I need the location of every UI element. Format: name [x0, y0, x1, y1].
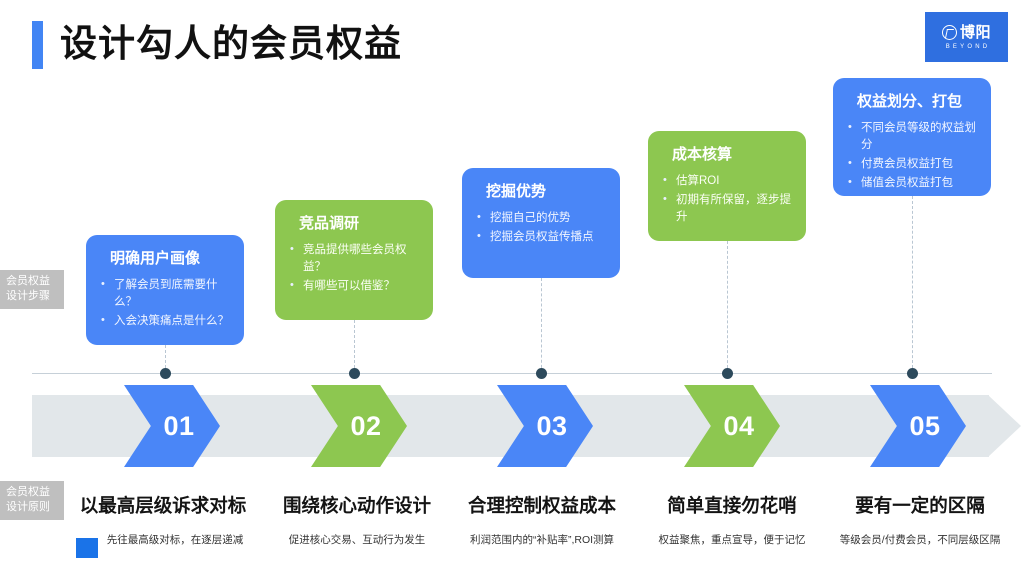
- logo-row: 博阳: [941, 23, 991, 41]
- timeline-node-03: [536, 368, 547, 379]
- connector-line-02: [354, 320, 355, 373]
- principle-05: 要有一定的区隔 等级会员/付费会员，不同层级区隔: [836, 494, 1004, 548]
- step-card-02: 竞品调研 竞品提供哪些会员权益？ 有哪些可以借鉴？: [275, 200, 433, 320]
- side-label-steps: 会员权益 设计步骤: [0, 270, 64, 309]
- list-item: 挖掘自己的优势: [476, 209, 606, 227]
- side-label-steps-line1: 会员权益: [6, 275, 50, 287]
- principle-color-swatch: [76, 538, 98, 558]
- side-label-steps-line2: 设计步骤: [6, 290, 50, 302]
- timeline-band-tip: [988, 395, 1021, 457]
- step-card-title: 权益划分、打包: [857, 93, 963, 110]
- principle-title: 简单直接勿花哨: [667, 495, 797, 516]
- list-item: 有哪些可以借鉴？: [289, 277, 419, 295]
- side-label-principles-line1: 会员权益: [6, 486, 50, 498]
- list-item: 初期有所保留，逐步提升: [662, 191, 792, 226]
- principle-title: 围绕核心动作设计: [282, 495, 431, 516]
- step-card-title: 成本核算: [672, 146, 733, 163]
- step-card-05: 权益划分、打包 不同会员等级的权益划分 付费会员权益打包 储值会员权益打包: [833, 78, 991, 196]
- timeline-node-02: [349, 368, 360, 379]
- step-card-bullets: 竞品提供哪些会员权益？ 有哪些可以借鉴？: [289, 241, 419, 295]
- principle-desc: 先往最高级对标，在逐层递减: [106, 534, 244, 546]
- timeline-node-05: [907, 368, 918, 379]
- connector-line-01: [165, 345, 166, 373]
- list-item: 挖掘会员权益传播点: [476, 228, 606, 246]
- step-card-title: 竞品调研: [299, 215, 360, 232]
- step-card-04: 成本核算 估算ROI 初期有所保留，逐步提升: [648, 131, 806, 241]
- step-card-title: 明确用户画像: [110, 250, 201, 267]
- principle-title: 要有一定的区隔: [855, 495, 985, 516]
- list-item: 竞品提供哪些会员权益？: [289, 241, 419, 276]
- side-label-principles: 会员权益 设计原则: [0, 481, 64, 520]
- step-card-bullets: 估算ROI 初期有所保留，逐步提升: [662, 172, 792, 226]
- list-item: 付费会员权益打包: [847, 155, 977, 173]
- principle-04: 简单直接勿花哨 权益聚焦，重点宣导，便于记忆: [648, 494, 816, 548]
- step-card-01: 明确用户画像 了解会员到底需要什么？ 入会决策痛点是什么？: [86, 235, 244, 345]
- step-card-bullets: 挖掘自己的优势 挖掘会员权益传播点: [476, 209, 606, 246]
- principle-03: 合理控制权益成本 利润范围内的“补贴率”,ROI测算: [458, 494, 626, 548]
- title-accent-bar: [32, 21, 43, 69]
- principle-title: 合理控制权益成本: [467, 495, 616, 516]
- principle-desc: 权益聚焦，重点宣导，便于记忆: [658, 534, 806, 546]
- side-label-principles-line2: 设计原则: [6, 501, 50, 513]
- step-card-bullets: 了解会员到底需要什么？ 入会决策痛点是什么？: [100, 276, 230, 330]
- connector-line-03: [541, 278, 542, 373]
- list-item: 了解会员到底需要什么？: [100, 276, 230, 311]
- principle-desc: 等级会员/付费会员，不同层级区隔: [839, 534, 1001, 546]
- beyond-mark-icon: [941, 25, 957, 40]
- connector-line-04: [727, 241, 728, 373]
- page-title: 设计勾人的会员权益: [60, 23, 402, 64]
- step-number: 03: [536, 410, 568, 441]
- logo-cn-text: 博阳: [959, 23, 991, 41]
- list-item: 不同会员等级的权益划分: [847, 119, 977, 154]
- principle-02: 围绕核心动作设计 促进核心交易、互动行为发生: [268, 494, 446, 548]
- list-item: 入会决策痛点是什么？: [100, 312, 230, 330]
- step-number: 01: [163, 410, 195, 441]
- step-number: 05: [909, 410, 941, 441]
- principle-01: 以最高层级诉求对标 先往最高级对标，在逐层递减: [74, 494, 252, 548]
- list-item: 估算ROI: [662, 172, 792, 190]
- connector-line-05: [912, 196, 913, 373]
- beyond-logo: 博阳 BEYOND: [925, 12, 1008, 62]
- list-item: 储值会员权益打包: [847, 174, 977, 192]
- step-card-title: 挖掘优势: [486, 183, 547, 200]
- principle-desc: 利润范围内的“补贴率”,ROI测算: [469, 534, 615, 546]
- timeline-rail: [32, 373, 992, 374]
- step-number: 02: [350, 410, 382, 441]
- principle-desc: 促进核心交易、互动行为发生: [288, 534, 426, 546]
- timeline-node-04: [722, 368, 733, 379]
- step-card-03: 挖掘优势 挖掘自己的优势 挖掘会员权益传播点: [462, 168, 620, 278]
- principle-title: 以最高层级诉求对标: [79, 495, 247, 516]
- step-card-bullets: 不同会员等级的权益划分 付费会员权益打包 储值会员权益打包: [847, 119, 977, 192]
- timeline-node-01: [160, 368, 171, 379]
- step-number: 04: [723, 410, 755, 441]
- logo-en-text: BEYOND: [945, 43, 991, 50]
